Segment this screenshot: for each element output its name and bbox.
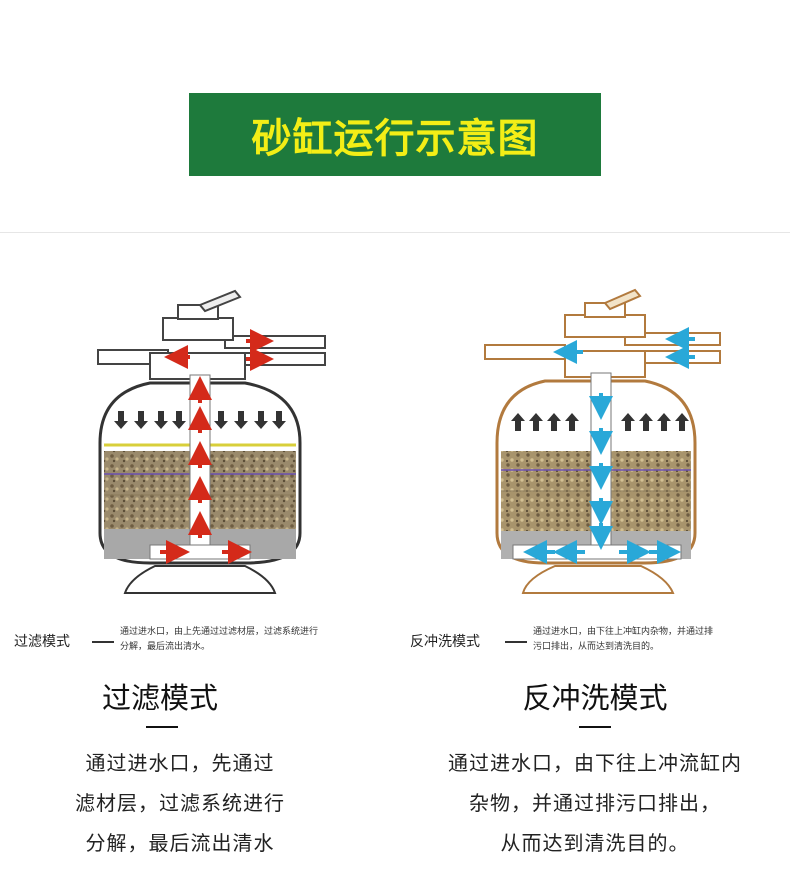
caption-line: 分解，最后流出清水。 [120, 642, 211, 652]
caption-line: 污口排出，从而达到清洗目的。 [533, 642, 660, 652]
mode-line: 杂物，并通过排污口排出， [469, 791, 721, 815]
caption-line: 通过进水口，由上先通过过滤材层，过滤系统进行 [120, 627, 319, 637]
caption-description: 通过进水口，由上先通过过滤材层，过滤系统进行 分解，最后流出清水。 [120, 625, 380, 655]
title-banner: 砂缸运行示意图 [189, 93, 601, 176]
multiport-valve [149, 289, 246, 380]
mode-line: 通过进水口，由下往上冲流缸内 [448, 751, 742, 775]
mode-title: 过滤模式 [101, 681, 218, 715]
caption-label: 反冲洗模式 [410, 634, 480, 650]
mode-line: 从而达到清洗目的。 [500, 831, 690, 855]
caption-dash [92, 641, 114, 643]
caption-line: 通过进水口，由下往上冲缸内杂物，并通过排 [533, 627, 714, 637]
tank-stand [123, 565, 277, 594]
upflow-arrows [160, 329, 274, 564]
mode-description: 通过进水口，由下往上冲流缸内 杂物，并通过排污口排出， 从而达到清洗目的。 [405, 743, 785, 863]
backwash-flow-arrows [523, 327, 695, 564]
section-divider [0, 232, 790, 233]
mode-description: 通过进水口，先通过 滤材层，过滤系统进行 分解，最后流出清水 [20, 743, 340, 863]
mode-title-rule [146, 726, 178, 728]
mode-line: 滤材层，过滤系统进行 [75, 791, 285, 815]
mode-line: 分解，最后流出清水 [85, 831, 275, 855]
mode-line: 通过进水口，先通过 [85, 751, 275, 775]
downflow-arrows [114, 411, 286, 429]
caption-dash [505, 641, 527, 643]
backwash-mode-diagram [484, 288, 721, 594]
filter-mode-diagram [97, 289, 326, 594]
tank-stand [521, 565, 675, 594]
caption-label: 过滤模式 [14, 634, 70, 650]
mode-title: 反冲洗模式 [522, 681, 668, 715]
mode-title-rule [579, 726, 611, 728]
page-title: 砂缸运行示意图 [251, 115, 539, 162]
filter-mode-panel: 过滤模式 通过进水口，由上先通过过滤材层，过滤系统进行 分解，最后流出清水。 过… [0, 233, 395, 896]
backwash-mode-panel: 反冲洗模式 通过进水口，由下往上冲缸内杂物，并通过排 污口排出，从而达到清洗目的… [395, 233, 790, 896]
caption-description: 通过进水口，由下往上冲缸内杂物，并通过排 污口排出，从而达到清洗目的。 [533, 625, 778, 655]
upflow-arrows [511, 413, 689, 431]
multiport-valve [564, 288, 646, 378]
